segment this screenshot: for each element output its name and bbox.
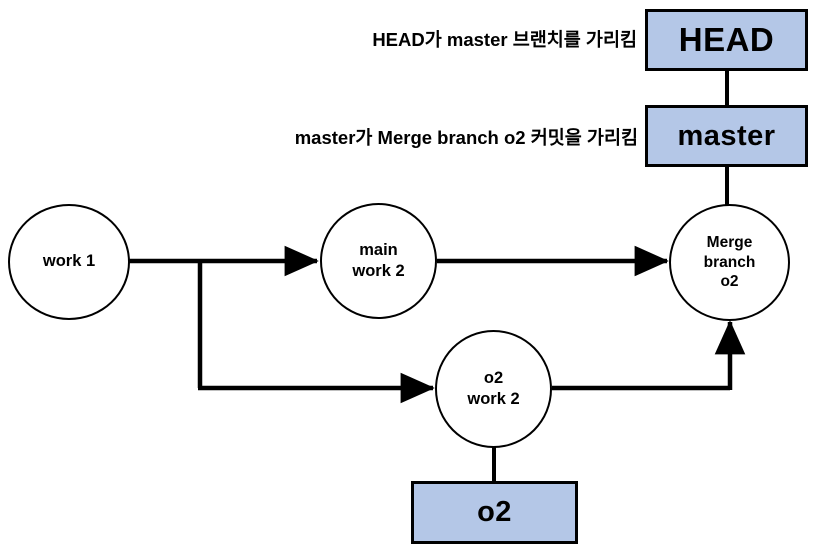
commit-node-work-1[interactable]: work 1: [8, 204, 130, 320]
ref-box-head[interactable]: HEAD: [645, 9, 808, 71]
commit-node-o2-work-2[interactable]: o2 work 2: [435, 330, 552, 448]
caption-head-points-to-master: HEAD가 master 브랜치를 가리킴: [372, 29, 637, 50]
ref-box-master-label: master: [677, 119, 776, 152]
ref-box-master[interactable]: master: [645, 105, 808, 167]
caption-master-points-to-merge-commit: master가 Merge branch o2 커밋을 가리킴: [294, 127, 638, 148]
ref-box-head-label: HEAD: [678, 21, 775, 58]
ref-box-o2-label: o2: [477, 496, 512, 528]
commit-node-main-work-2[interactable]: main work 2: [320, 203, 437, 319]
commit-node-merge-branch-o2[interactable]: Merge branch o2: [669, 204, 790, 321]
ref-box-o2[interactable]: o2: [411, 481, 578, 544]
